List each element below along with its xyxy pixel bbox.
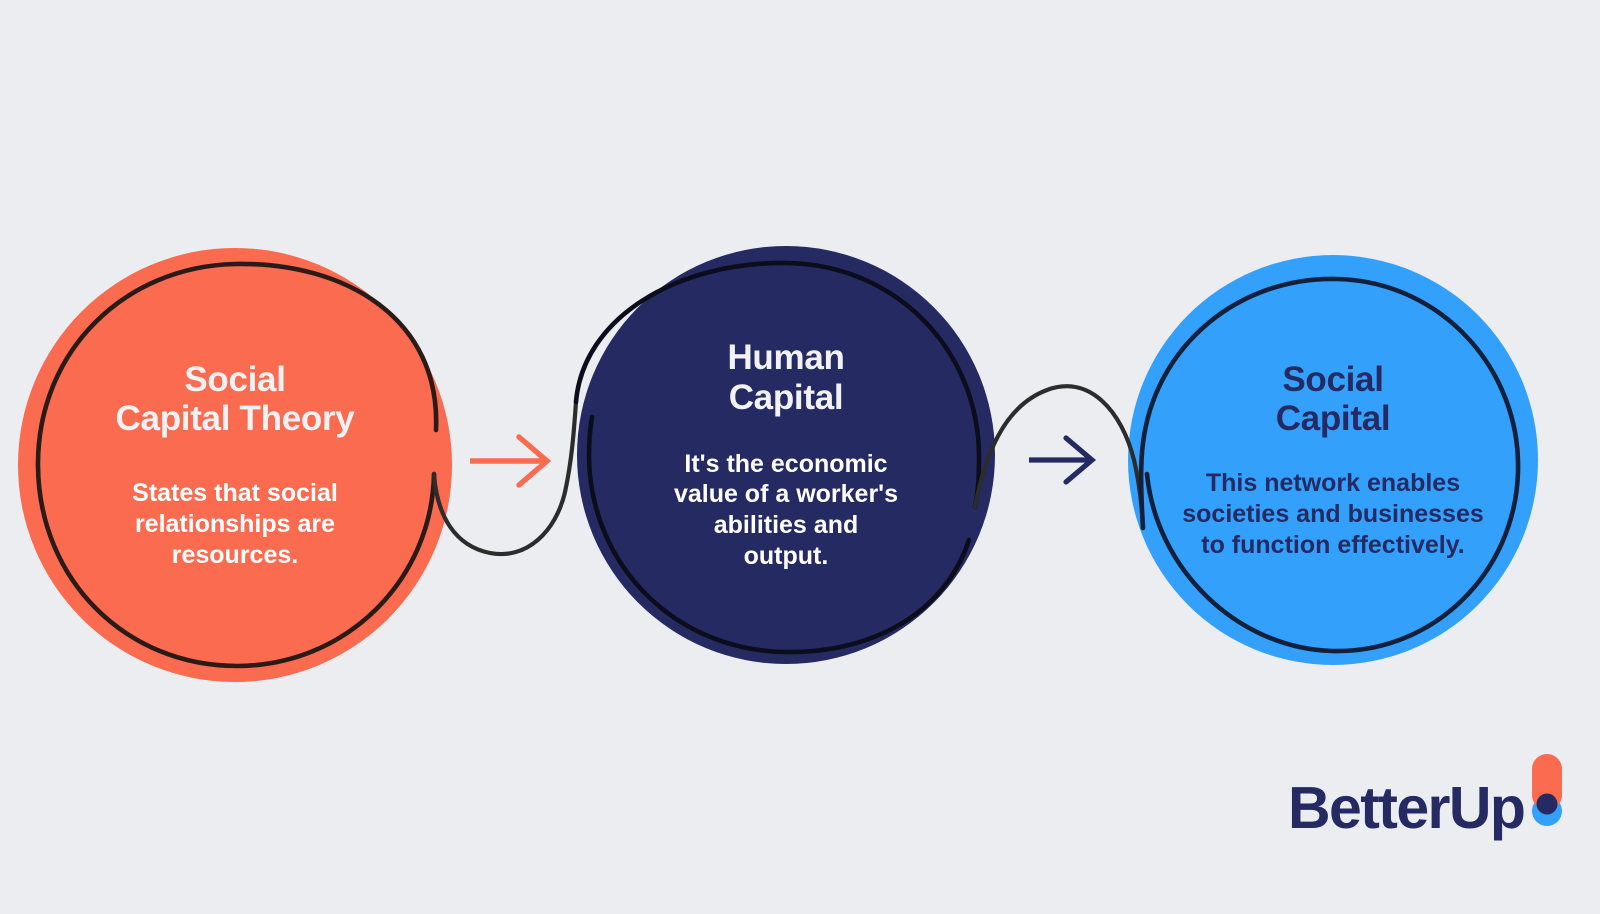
betterup-logo[interactable]: BetterUp — [1288, 752, 1564, 838]
betterup-mark-icon — [1532, 754, 1563, 826]
arrow-1-2[interactable] — [470, 434, 552, 488]
arrow-2-3[interactable] — [1029, 435, 1097, 485]
betterup-wordmark: BetterUp — [1288, 775, 1526, 841]
betterup-logo-mark — [1530, 752, 1564, 828]
